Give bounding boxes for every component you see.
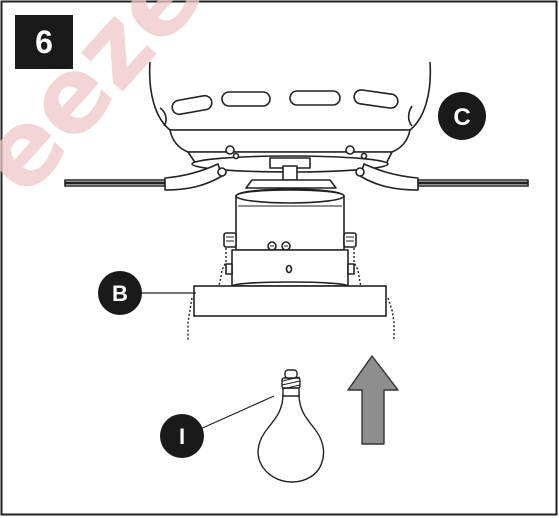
light-kit-plate: [193, 285, 387, 317]
fan-motor-housing: [148, 61, 432, 181]
callout-b: B: [98, 271, 142, 315]
pull-chains: [187, 248, 395, 340]
callout-i-label: I: [179, 424, 185, 449]
blade-arms: [64, 163, 529, 191]
switch-housing: [223, 179, 357, 291]
up-arrow-icon: [347, 355, 399, 445]
callout-b-label: B: [112, 281, 128, 306]
leader-lines: [136, 292, 275, 431]
step-number: 6: [35, 24, 53, 60]
step-badge: 6: [15, 15, 73, 69]
callout-c: C: [438, 92, 486, 140]
callout-i: I: [160, 414, 204, 458]
light-bulb-icon: [257, 369, 325, 483]
callout-c-label: C: [453, 104, 470, 131]
